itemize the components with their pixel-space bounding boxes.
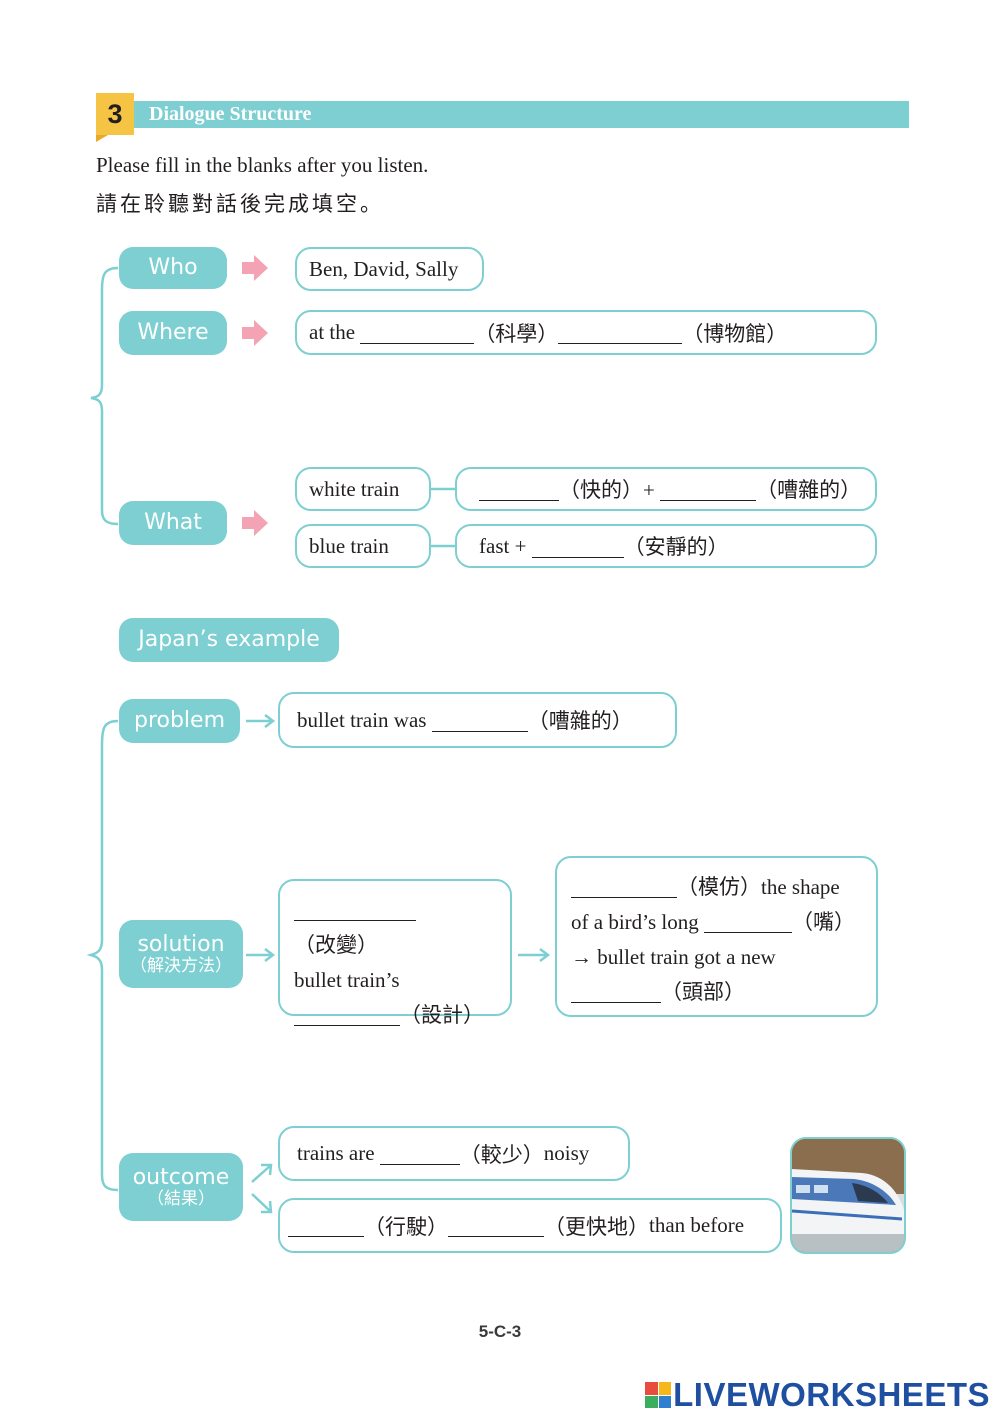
who-label: Who: [119, 247, 227, 289]
what-label: What: [119, 501, 227, 545]
blank-change[interactable]: [294, 898, 416, 921]
blank-less[interactable]: [380, 1142, 460, 1165]
liveworksheets-watermark: LIVEWORKSHEETS: [645, 1376, 990, 1414]
page-number: 5-C-3: [0, 1322, 1000, 1342]
blue-train-answer-box: fast + （安靜的）: [455, 524, 877, 568]
brace-icon: [91, 268, 118, 524]
blank-problem-noisy[interactable]: [432, 709, 528, 732]
blank-run[interactable]: [288, 1214, 364, 1237]
liveworksheets-logo-icon: [645, 1382, 671, 1408]
outcome-box-2: （行駛） （更快地） than before: [278, 1198, 782, 1253]
solution-result-text: → bullet train got a new: [571, 940, 862, 975]
problem-box: bullet train was （嘈雜的）: [278, 692, 677, 748]
brace-icon: [91, 721, 118, 1190]
where-label: Where: [119, 311, 227, 355]
pink-arrow-icon: [242, 320, 268, 346]
blank-design[interactable]: [294, 1003, 400, 1026]
blue-train-box: blue train: [295, 524, 431, 568]
white-train-answer-box: （快的）+ （嘈雜的）: [455, 467, 877, 511]
blank-head[interactable]: [571, 980, 661, 1003]
teal-arrow-icon: [246, 949, 273, 961]
blank-faster[interactable]: [448, 1214, 544, 1237]
blank-beak[interactable]: [704, 910, 792, 933]
blank-copy[interactable]: [571, 875, 677, 898]
teal-arrow-icon: [246, 715, 273, 727]
japan-example-label: Japan’s example: [119, 618, 339, 662]
blank-noisy[interactable]: [660, 478, 756, 501]
who-box: Ben, David, Sally: [295, 247, 484, 291]
where-box: at the （科學） （博物館）: [295, 310, 877, 355]
who-text: Ben, David, Sally: [309, 257, 458, 282]
blank-science[interactable]: [360, 321, 474, 344]
pink-arrow-icon: [242, 255, 268, 281]
white-train-box: white train: [295, 467, 431, 511]
solution-middle-text: bullet train’s: [294, 963, 496, 998]
problem-label: problem: [119, 699, 240, 743]
blank-quiet[interactable]: [532, 535, 624, 558]
teal-arrow-icon: [518, 949, 548, 961]
blank-museum[interactable]: [558, 321, 682, 344]
pink-arrow-icon: [242, 510, 268, 536]
outcome-box-1: trains are （較少） noisy: [278, 1126, 630, 1181]
blank-fast[interactable]: [479, 478, 559, 501]
teal-arrow-icon: [252, 1165, 271, 1182]
solution-box-1: （改變） bullet train’s （設計）: [278, 879, 512, 1016]
teal-arrow-icon: [252, 1194, 271, 1212]
solution-box-2: （模仿）the shape of a bird’s long （嘴） → bul…: [555, 856, 878, 1017]
bullet-train-image: [790, 1137, 906, 1254]
solution-label: solution（解決方法）: [119, 920, 243, 988]
outcome-label: outcome（結果）: [119, 1153, 243, 1221]
